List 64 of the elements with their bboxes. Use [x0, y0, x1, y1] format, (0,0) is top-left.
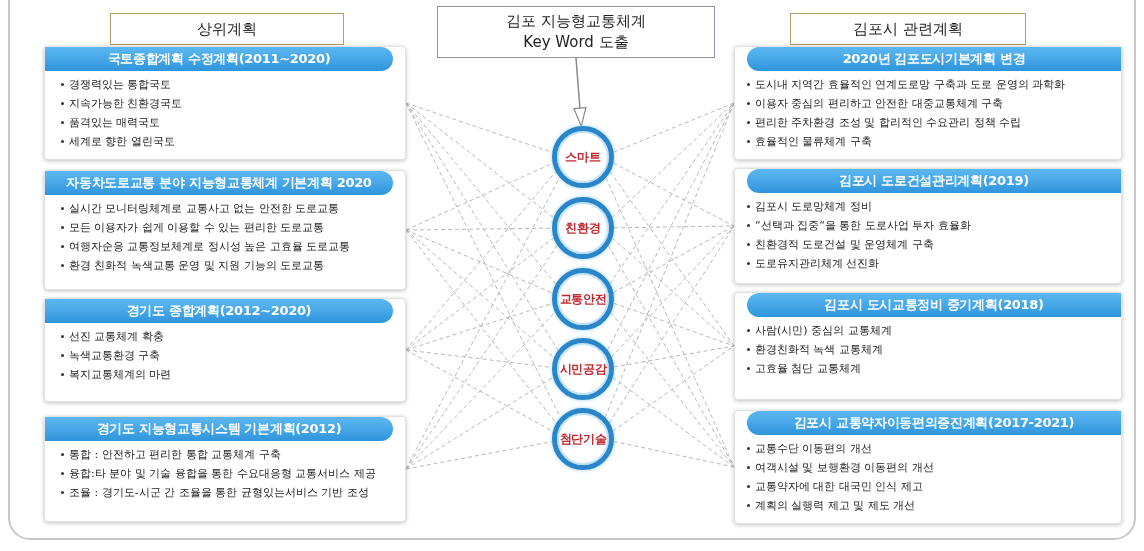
- bullet-item: 선진 교통체계 확충: [69, 329, 164, 345]
- bullet-item: “선택과 집중“을 통한 도로사업 투자 효율화: [755, 218, 971, 234]
- bullet-item: 환경 친화적 녹색교통 운영 및 지원 기능의 도로교통: [69, 258, 325, 274]
- bullet-item: 효율적인 물류체계 구축: [755, 134, 872, 150]
- dashed-connector: [405, 441, 553, 470]
- dashed-connector: [613, 302, 735, 347]
- dashed-connector: [613, 441, 735, 468]
- bullet-item: 친환경적 도로건설 및 운영체계 구축: [755, 237, 934, 253]
- banner-heading: 자동차도로교통 분야 지능형교통체계 기본계획 2020: [45, 171, 393, 195]
- plan-card: [44, 170, 406, 290]
- section-header: 상위계획: [110, 13, 344, 45]
- banner-heading: 국토종합계획 수정계획(2011~2020): [45, 47, 393, 71]
- dashed-connector: [612, 225, 735, 294]
- section-header: 김포시 관련계획: [790, 13, 1026, 45]
- bullet-item: 이용자 중심의 편리하고 안전한 대중교통체계 구축: [755, 96, 1004, 112]
- bullet-item: 경쟁력있는 통합국토: [69, 77, 172, 93]
- dashed-connector: [405, 227, 553, 231]
- bullet-item: 조율 : 경기도-시군 간 조율을 통한 균형있는서비스 기반 조성: [69, 485, 369, 501]
- dashed-connector: [405, 376, 554, 470]
- bullet-item: 편리한 주차환경 조성 및 합리적인 수요관리 정책 수립: [755, 115, 1022, 131]
- bullet-item: 김포시 도로망체계 정비: [755, 199, 872, 215]
- bullet-item: 도로유지관리체계 선진화: [755, 256, 880, 272]
- banner-heading: 2020년 김포도시기본계획 변경: [747, 47, 1121, 71]
- bullet-item: 통합 : 안전하고 편리한 통합 교통체계 구축: [69, 447, 281, 463]
- plan-card: [734, 292, 1122, 400]
- bullet-item: 복지교통체계의 마련: [69, 367, 172, 383]
- dashed-connector: [613, 102, 735, 153]
- title-box: 김포 지능형교통체계 Key Word 도출: [437, 6, 715, 58]
- bullet-item: 융합:타 분야 및 기술 융합을 통한 수요대응형 교통서비스 제공: [69, 466, 376, 482]
- plan-card: [44, 46, 406, 160]
- banner-heading: 김포시 도로건설관리계획(2019): [747, 169, 1121, 193]
- bullet-item: 지속가능한 친환경국토: [69, 96, 183, 112]
- banner-heading: 경기도 종합계획(2012~2020): [45, 299, 393, 323]
- dashed-connector: [612, 376, 735, 468]
- bullet-item: 여객시설 및 보행환경 이동편의 개선: [755, 460, 934, 476]
- bullet-item: 품격있는 매력국토: [69, 115, 161, 131]
- plan-card: [734, 46, 1122, 160]
- dashed-connector: [604, 102, 735, 418]
- bullet-item: 실시간 모니터링체계로 교통사고 없는 안전한 도로교통: [69, 201, 340, 217]
- bullet-item: 교통약자에 대한 대국민 인식 제고: [755, 479, 923, 495]
- banner-heading: 경기도 지능형교통시스템 기본계획(2012): [45, 417, 393, 441]
- arrow: [573, 57, 587, 127]
- dashed-connector: [405, 302, 553, 351]
- bullet-item: 사람(시민) 중심의 교통체계: [755, 323, 892, 339]
- banner-heading: 김포시 도시교통정비 중기계획(2018): [747, 293, 1121, 317]
- dashed-connector: [612, 162, 735, 227]
- bullet-item: 도시내 지역간 효율적인 연계도로망 구축과 도로 운영의 과학화: [755, 77, 1066, 93]
- bullet-item: 여행자순응 교통정보체계로 정시성 높은 고효율 도로교통: [69, 239, 351, 255]
- dashed-connector: [405, 349, 554, 432]
- bullet-item: 녹색교통환경 구축: [69, 348, 161, 364]
- bullet-item: 환경친화적 녹색 교통체계: [755, 342, 883, 358]
- plan-card: [734, 410, 1122, 524]
- plan-card: [734, 168, 1122, 284]
- dashed-connector: [613, 345, 735, 368]
- banner-heading: 김포시 교통약자이동편의증진계획(2017-2021): [747, 411, 1121, 435]
- bullet-item: 모든 이용자가 쉽게 이용할 수 있는 편리한 도로교통: [69, 220, 325, 236]
- dashed-connector: [607, 102, 735, 351]
- plan-card: [44, 416, 406, 522]
- plan-card: [44, 298, 406, 402]
- bullet-item: 교통수단 이동편의 개선: [755, 441, 872, 457]
- bullet-item: 고효율 첨단 교통체계: [755, 361, 861, 377]
- dashed-connector: [405, 229, 554, 294]
- bullet-item: 계획의 실행력 제고 및 제도 개선: [755, 498, 916, 514]
- bullet-item: 세계로 향한 열린국토: [69, 134, 175, 150]
